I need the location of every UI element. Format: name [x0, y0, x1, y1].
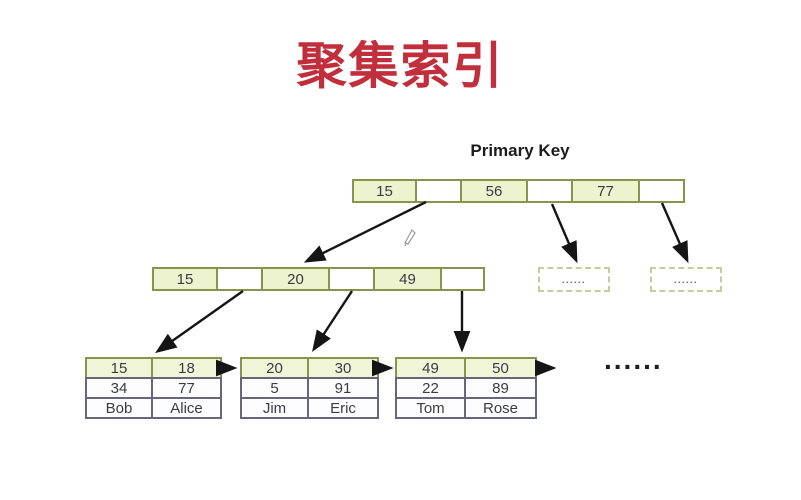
- leaf-cell: 30: [334, 359, 352, 377]
- root-pointer-cell: [528, 181, 573, 201]
- arrow-root-to-overflow-2: [660, 202, 689, 264]
- root-pointer-cell: [417, 181, 462, 201]
- leaf-data-row: Jim Eric: [240, 397, 379, 419]
- leaf-cell: Eric: [330, 399, 356, 417]
- leaf-key-row: 15 18: [85, 357, 222, 379]
- leaf-cell: 5: [242, 379, 309, 397]
- root-key-cell: 56: [462, 181, 528, 201]
- overflow-node-placeholder: ......: [650, 267, 722, 292]
- leaf-cell: 18: [178, 359, 195, 377]
- btree-root-node: 15 56 77: [352, 179, 685, 203]
- leaf-data-row: Tom Rose: [395, 397, 537, 419]
- internal-pointer-cell: [442, 269, 483, 289]
- leaf-cell: 49: [397, 359, 466, 377]
- internal-pointer-cell: [218, 269, 263, 289]
- leaf-cell: 50: [492, 359, 509, 377]
- leaf-cell: Bob: [87, 399, 153, 417]
- pen-cursor-icon: [404, 229, 416, 247]
- leaf-record-table-3: 49 50 22 89 Tom Rose: [395, 357, 537, 419]
- leaf-data-row: Bob Alice: [85, 397, 222, 419]
- leaf-cell: Alice: [170, 399, 203, 417]
- arrow-root-to-overflow-1: [550, 203, 578, 264]
- leaf-cell: Jim: [242, 399, 309, 417]
- leaf-cell: 22: [397, 379, 466, 397]
- leaf-cell: 20: [242, 359, 309, 377]
- leaf-data-row: 34 77: [85, 377, 222, 399]
- primary-key-label: Primary Key: [470, 141, 570, 160]
- leaf-cell: 91: [334, 379, 352, 397]
- overflow-node-placeholder: ......: [538, 267, 610, 292]
- more-leaves-ellipsis: ......: [604, 344, 663, 375]
- leaf-cell: 77: [178, 379, 195, 397]
- leaf-cell: 34: [87, 379, 153, 397]
- leaf-key-row: 49 50: [395, 357, 537, 379]
- btree-internal-node: 15 20 49: [152, 267, 485, 291]
- leaf-data-row: 22 89: [395, 377, 537, 399]
- arrow-internal-to-leaf-2: [312, 290, 354, 353]
- leaf-cell: Tom: [397, 399, 466, 417]
- leaf-cell: 89: [492, 379, 509, 397]
- leaf-record-table-2: 20 30 5 91 Jim Eric: [240, 357, 379, 419]
- page-title: 聚集索引: [296, 38, 505, 94]
- root-key-cell: 15: [354, 181, 417, 201]
- root-pointer-cell: [640, 181, 683, 201]
- internal-key-cell: 20: [263, 269, 330, 289]
- leaf-data-row: 5 91: [240, 377, 379, 399]
- arrow-internal-to-leaf-1: [155, 290, 244, 354]
- internal-key-cell: 49: [375, 269, 442, 289]
- internal-key-cell: 15: [154, 269, 218, 289]
- leaf-cell: Rose: [482, 399, 519, 417]
- leaf-record-table-1: 15 18 34 77 Bob Alice: [85, 357, 222, 419]
- internal-pointer-cell: [330, 269, 375, 289]
- leaf-key-row: 20 30: [240, 357, 379, 379]
- root-key-cell: 77: [573, 181, 640, 201]
- leaf-cell: 15: [87, 359, 153, 377]
